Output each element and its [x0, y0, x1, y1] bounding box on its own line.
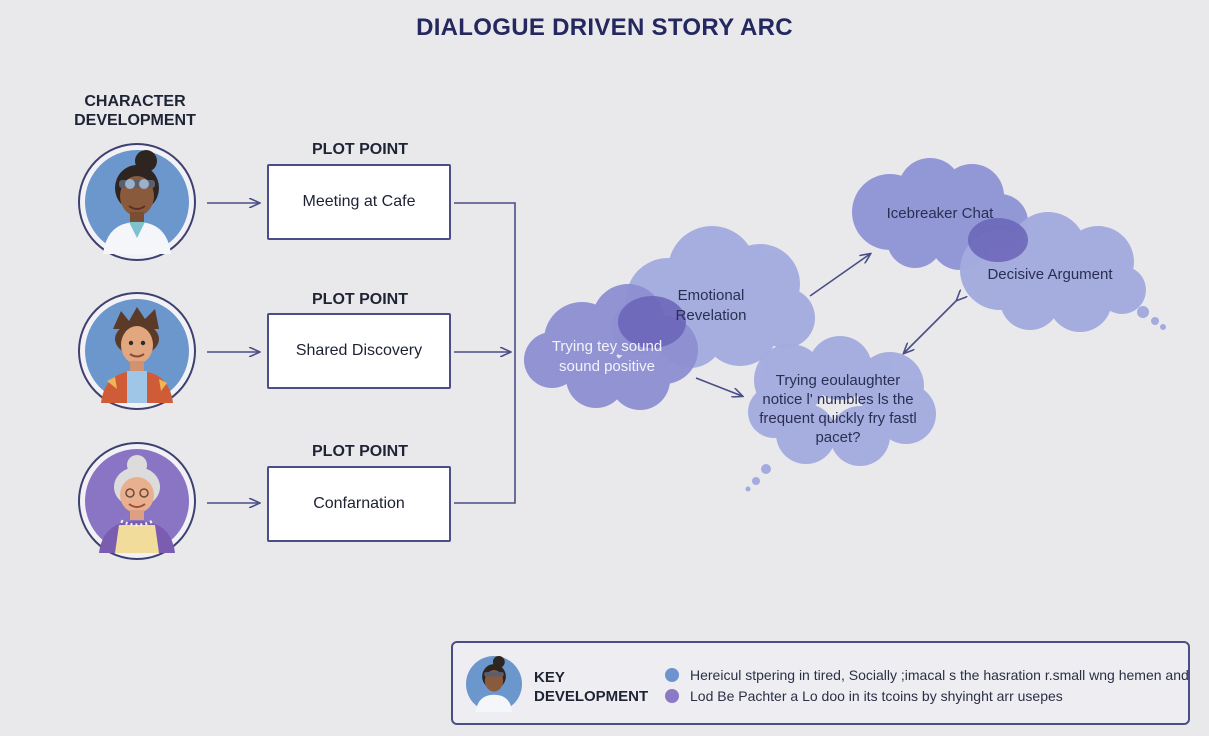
avatar-grandmother	[78, 442, 196, 560]
plot-point-label-3: PLOT POINT	[312, 443, 408, 460]
bubble-dot	[752, 477, 760, 485]
plot-point-text-2: Shared Discovery	[295, 342, 423, 359]
character-development-header: CHARACTER DEVELOPMENT	[74, 93, 196, 129]
cloud-decisive-argument: Decisive Argument	[987, 266, 1113, 283]
bubble-dot	[761, 464, 771, 474]
cloud-icebreaker-chat: Icebreaker Chat	[886, 205, 994, 222]
cloud-laughter: Trying eoulaughter notice l' numbles ls …	[759, 372, 917, 446]
legend-item-1: Hereicul stpering in tired, Socially ;im…	[690, 667, 1189, 683]
page-title: DIALOGUE DRIVEN STORY ARC	[416, 14, 793, 41]
plot-point-label-2: PLOT POINT	[312, 291, 408, 308]
legend-title: KEY DEVELOPMENT	[534, 669, 649, 705]
legend-panel	[451, 641, 1190, 725]
plot-point-meeting-at-cafe[interactable]: Meeting at Cafe	[267, 164, 451, 240]
plot-point-text-3: Confarnation	[313, 495, 405, 512]
cloud-overlap-left	[618, 296, 686, 348]
legend-dot-purple	[665, 689, 679, 703]
plot-point-label-1: PLOT POINT	[312, 141, 408, 158]
plot-point-shared-discovery[interactable]: Shared Discovery	[267, 313, 451, 389]
plot-point-text-1: Meeting at Cafe	[302, 193, 416, 210]
arrow-trying-to-laughter	[695, 377, 742, 396]
avatar-young-man	[78, 292, 196, 410]
bubble-dot	[1151, 317, 1159, 325]
cloud-overlap-right	[968, 218, 1028, 262]
legend-dot-blue	[665, 668, 679, 682]
cloud-emotional-revelation: Emotional Revelation	[675, 287, 747, 324]
legend-item-2: Lod Be Pachter a Lo doo in its tcoins by…	[690, 688, 1063, 704]
bubble-dot	[1160, 324, 1166, 330]
arrow-emotional-to-icebreaker	[809, 254, 870, 297]
cloud-laughter-shape	[748, 336, 936, 466]
bubble-dot	[745, 486, 751, 492]
legend-avatar	[466, 656, 522, 712]
bracket-pp1	[454, 202, 516, 504]
bubble-dot	[1137, 306, 1149, 318]
cloud-trying-sound-positive: Trying tey sound sound positive	[551, 338, 663, 375]
plot-point-confarnation[interactable]: Confarnation	[267, 466, 451, 542]
arrow-decisive-laughter-bidirectional	[904, 300, 957, 353]
avatar-scientist	[78, 143, 196, 261]
